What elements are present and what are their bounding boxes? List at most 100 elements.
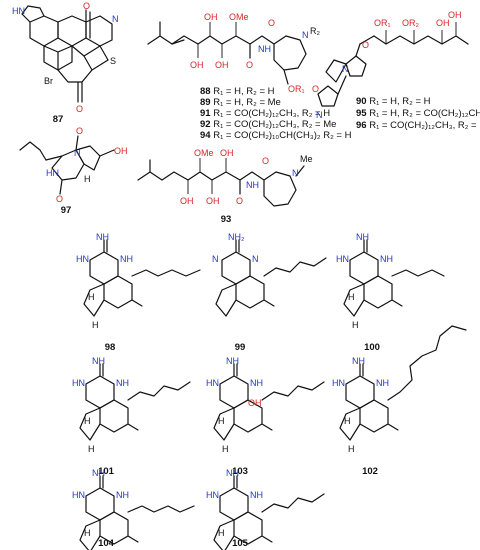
atom-nh-105a: NH: [226, 468, 239, 478]
label-91: 91: [200, 108, 211, 119]
atom-n-87: N: [112, 14, 119, 24]
structure-103: NH HN NH OH H H 103: [206, 356, 325, 477]
atom-nh-104a: NH: [92, 468, 105, 478]
atom-or1-90: OR₁: [374, 18, 391, 28]
atom-h-101b: H: [88, 444, 95, 454]
subst-94: R₁ = CO(CH₂)₁₀CH(CH₃)₂ R₂ = H: [213, 130, 351, 141]
atom-hn-97: HN: [46, 168, 59, 178]
atom-nh-104b: NH: [116, 490, 129, 500]
atom-hn-98: HN: [76, 254, 89, 264]
label-87: 87: [53, 114, 64, 125]
structure-93: OH OMe OH OH O NH O N Me 93: [137, 148, 313, 225]
subst-95: R₁ = H, R₂ = CO(CH₂)₁₂CH₃: [369, 108, 480, 119]
atom-o-87a: O: [83, 1, 90, 11]
svg-text:95 R₁ = H, R₂ = CO(CH₂)₁₂CH₃: 95 R₁ = H, R₂ = CO(CH₂)₁₂CH₃: [356, 108, 480, 119]
label-94: 94: [200, 130, 211, 141]
structure-99: NH₂ N N 99: [212, 232, 327, 353]
atom-nh2-99: NH₂: [228, 232, 245, 242]
atom-nh-101b: NH: [116, 378, 129, 388]
atom-nh-103b: NH: [250, 378, 263, 388]
atom-hn-103: HN: [206, 378, 219, 388]
label-105: 105: [232, 538, 249, 549]
atom-o-97a: O: [76, 126, 83, 136]
atom-nh-105b: NH: [250, 490, 263, 500]
label-90: 90: [356, 96, 367, 107]
label-97: 97: [61, 205, 72, 216]
atom-h-102a: H: [344, 416, 351, 426]
atom-h-104: H: [84, 528, 91, 538]
atom-oh-88a: OH: [190, 60, 204, 70]
label-93: 93: [221, 214, 232, 225]
atom-nh-98a: NH: [96, 232, 109, 242]
atom-h-100a: H: [348, 292, 355, 302]
atom-h-98b: H: [92, 320, 99, 330]
atom-oh-103: OH: [248, 398, 262, 408]
subst-89: R₁ = H, R₂ = Me: [213, 97, 281, 108]
label-104: 104: [98, 538, 115, 549]
atom-oh-88c: OH: [215, 60, 229, 70]
atom-oh-93b: OH: [206, 196, 220, 206]
atom-r2-88: R₂: [310, 26, 320, 36]
structure-105: NH HN NH H 105: [206, 468, 325, 550]
atom-h-103a: H: [218, 416, 225, 426]
label-102: 102: [362, 466, 378, 477]
atom-oh-90b: OH: [448, 10, 462, 20]
svg-text:92 R₁ = CO(CH₂)₁₂CH₃, R₂ = Me: 92 R₁ = CO(CH₂)₁₂CH₃, R₂ = Me: [200, 119, 336, 130]
atom-o-87b: O: [76, 104, 83, 114]
svg-text:89 R₁ = H, R₂ = Me: 89 R₁ = H, R₂ = Me: [200, 97, 281, 108]
atom-ome-88: OMe: [229, 12, 249, 22]
label-88: 88: [200, 86, 211, 97]
atom-oh-88b: OH: [204, 12, 218, 22]
atom-o-97b: O: [56, 194, 63, 204]
atom-s: S: [110, 56, 116, 66]
atom-o-90: O: [362, 40, 369, 50]
atom-o-88: O: [246, 60, 253, 70]
atom-hn-102: HN: [332, 378, 345, 388]
structure-90-95-96: O N OR₁ OR₂ OH OH N O 90 R₁ = H, R₂ = H …: [312, 10, 480, 131]
label-103: 103: [232, 466, 248, 477]
atom-hn-101: HN: [72, 378, 85, 388]
atom-ome-93: OMe: [194, 148, 214, 158]
atom-o-93: O: [236, 196, 243, 206]
svg-text:96 R₁ = CO(CH₂)₁₂CH₃, R₂ = H: 96 R₁ = CO(CH₂)₁₂CH₃, R₂ = H: [356, 120, 480, 131]
subst-92: R₁ = CO(CH₂)₁₂CH₃, R₂ = Me: [213, 119, 336, 130]
label-92: 92: [200, 119, 211, 130]
atom-or2-90: OR₂: [402, 18, 420, 28]
atom-n-88: N: [302, 30, 309, 40]
atom-nh-88: NH: [258, 44, 271, 54]
atom-o-88b: O: [268, 18, 275, 28]
label-95: 95: [356, 108, 367, 119]
atom-nh-98b: NH: [120, 254, 133, 264]
label-99: 99: [235, 342, 246, 353]
atom-nh-102b: NH: [376, 378, 389, 388]
atom-n-97: N: [74, 148, 81, 158]
svg-text:91 R₁ = CO(CH₂)₁₂CH₃, R₂ = H: 91 R₁ = CO(CH₂)₁₂CH₃, R₂ = H: [200, 108, 330, 119]
atom-oh-93c: OH: [220, 148, 234, 158]
atom-hn-100: HN: [336, 254, 349, 264]
atom-n-99b: N: [252, 254, 259, 264]
label-98: 98: [105, 342, 116, 353]
structure-98: NH HN NH H H 98: [76, 232, 201, 353]
atom-oh-93a: OH: [180, 196, 194, 206]
atom-h-101a: H: [84, 416, 91, 426]
structure-102: NH HN NH H H 102: [332, 325, 467, 477]
atom-or1-88: OR₁: [288, 84, 305, 94]
atom-h-100b: H: [352, 320, 359, 330]
atom-nh-101a: NH: [92, 356, 105, 366]
atom-o-90b: O: [312, 84, 319, 94]
subst-96: R₁ = CO(CH₂)₁₂CH₃, R₂ = H: [369, 120, 480, 131]
subst-88: R₁ = H, R₂ = H: [213, 86, 274, 97]
label-89: 89: [200, 97, 211, 108]
atom-br: Br: [44, 76, 53, 86]
atom-h-98a: H: [88, 292, 95, 302]
atom-hn-105: HN: [206, 490, 219, 500]
subst-91: R₁ = CO(CH₂)₁₂CH₃, R₂ = H: [213, 108, 330, 119]
atom-oh-97: OH: [114, 146, 128, 156]
atom-n-99a: N: [212, 254, 219, 264]
atom-nh-100a: NH: [356, 232, 369, 242]
label-100: 100: [364, 342, 380, 353]
atom-hn: HN: [12, 6, 25, 16]
atom-nh-100b: NH: [380, 254, 393, 264]
svg-text:94 R₁ = CO(CH₂)₁₀CH(CH₃)₂ R₂ =: 94 R₁ = CO(CH₂)₁₀CH(CH₃)₂ R₂ = H: [200, 130, 352, 141]
